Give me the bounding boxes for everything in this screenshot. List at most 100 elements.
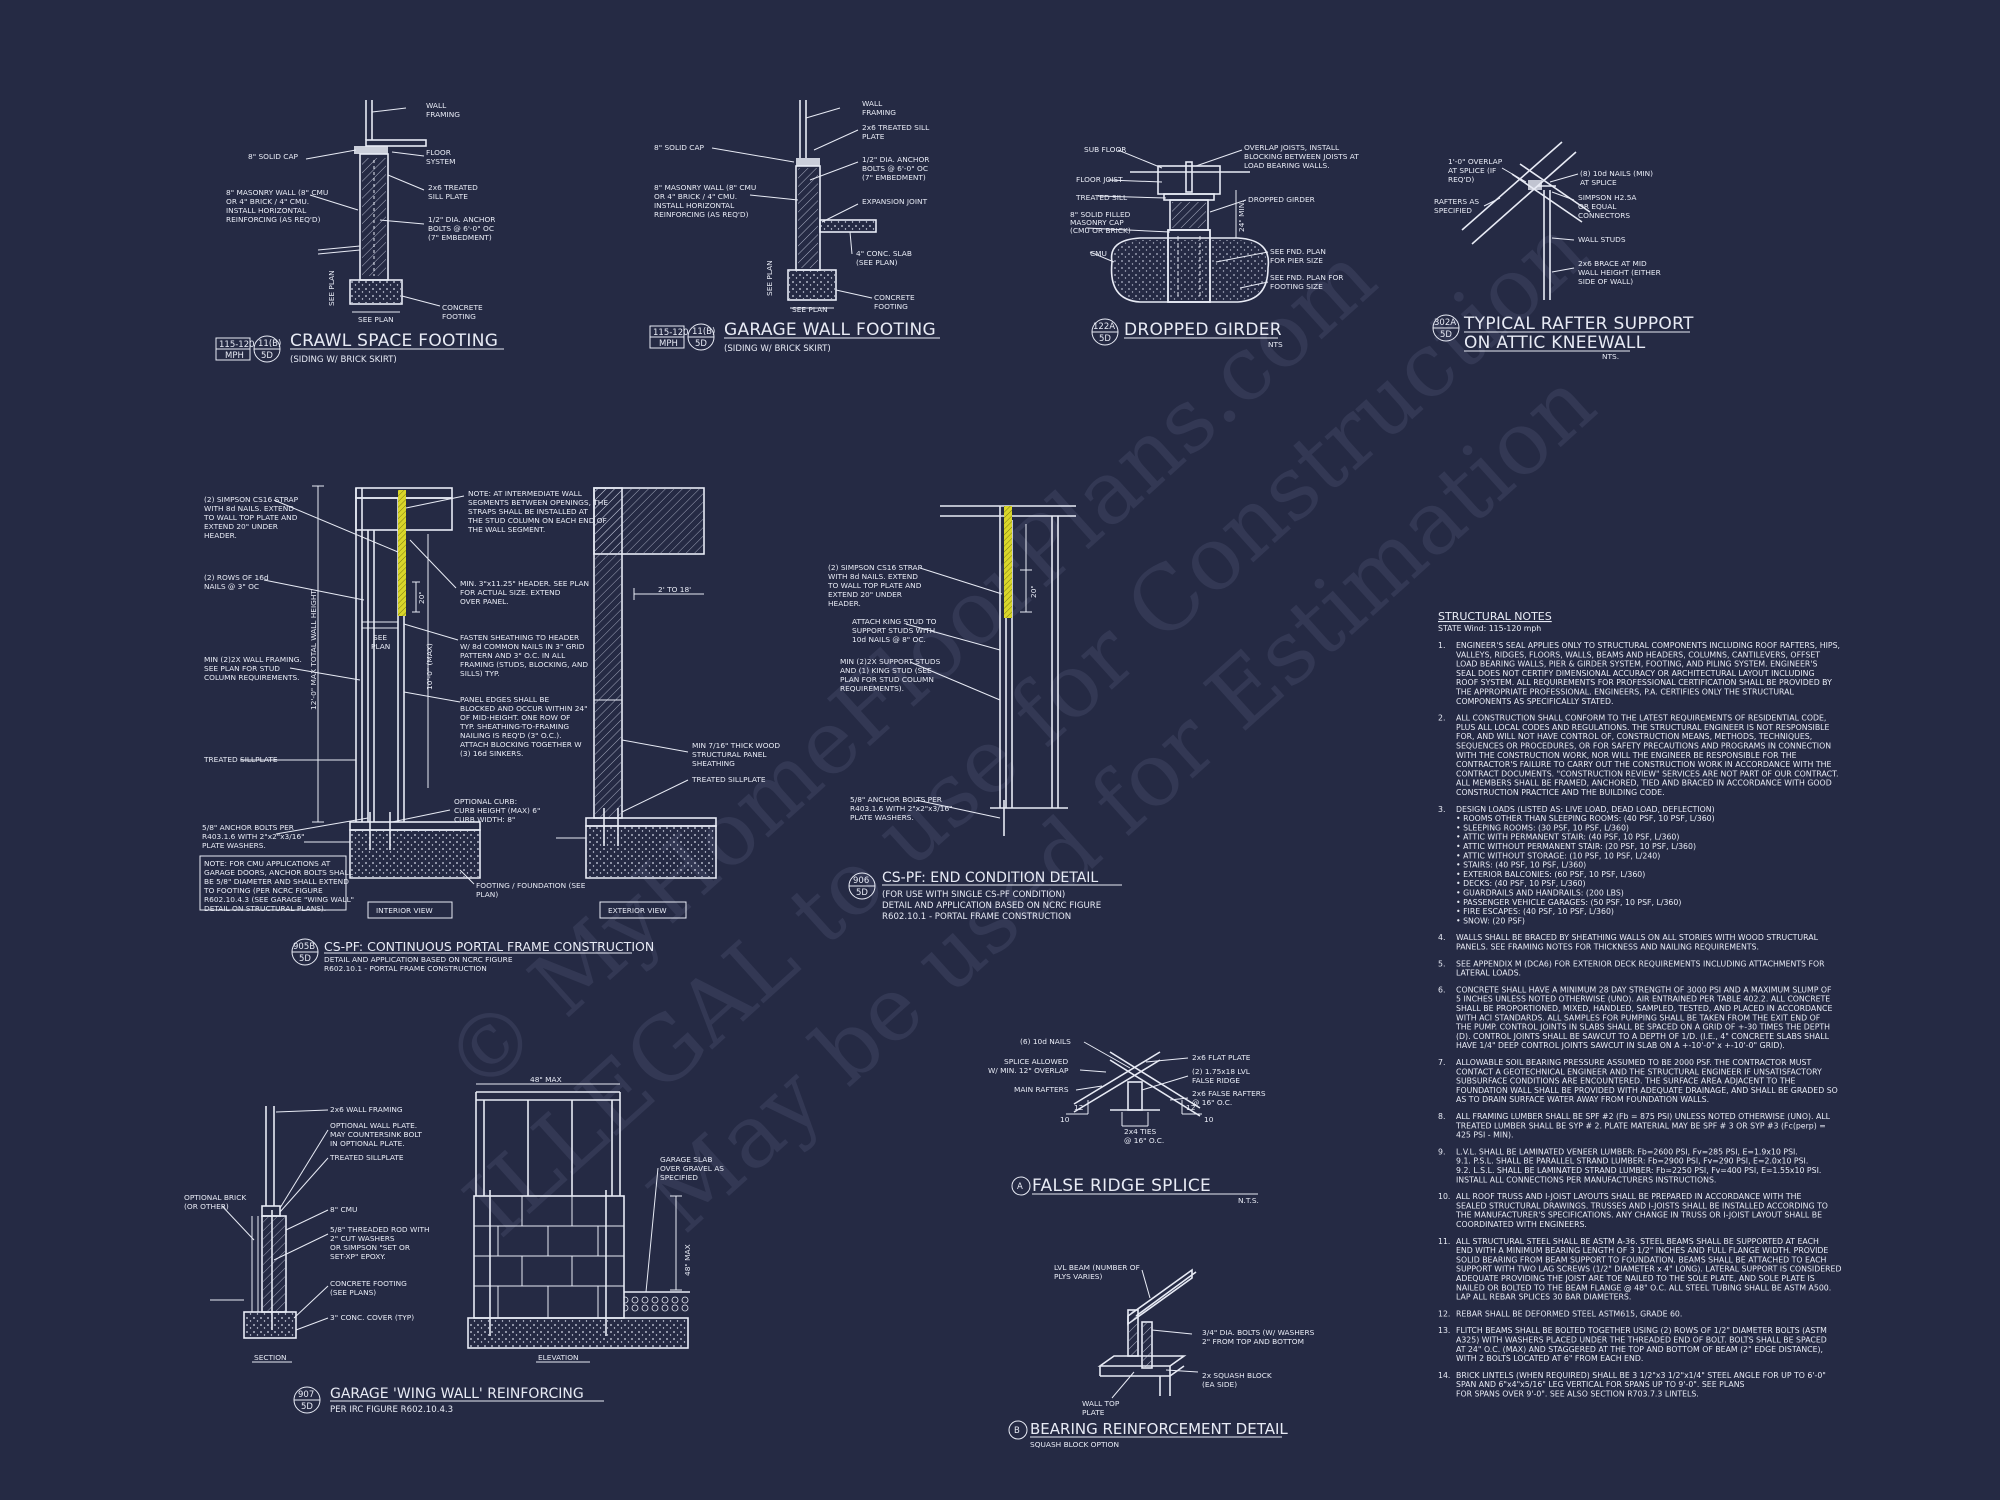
end-circle-bottom: 5D <box>856 888 868 898</box>
portal-label-sillplate-exterior: TREATED SILLPLATE <box>691 775 766 784</box>
ridge-title-block: A FALSE RIDGE SPLICE N.T.S. <box>1011 1176 1259 1205</box>
note-number: 9. <box>1438 1147 1445 1156</box>
girder-label-floor-joist: FLOOR JOIST <box>1076 175 1123 184</box>
bearing-drawing <box>1097 1268 1197 1396</box>
portal-dim-wall-height: 12'-0" MAX TOTAL WALL HEIGHT <box>309 590 318 710</box>
note-number: 6. <box>1438 985 1445 994</box>
note-number: 4. <box>1438 933 1445 942</box>
note-line: L.V.L. SHALL BE LAMINATED VENEER LUMBER:… <box>1456 1147 1798 1156</box>
note-line: ALL CONSTRUCTION SHALL CONFORM TO THE LA… <box>1456 714 1826 723</box>
ridge-slope-run-right: 10 <box>1204 1115 1214 1124</box>
garage-footing-circle-bottom: 5D <box>695 339 707 349</box>
note-line: • PASSENGER VEHICLE GARAGES: (50 PSF, 10… <box>1456 898 1681 907</box>
note-line: CONTACT A GEOTECHNICAL ENGINEER AND THE … <box>1456 1067 1822 1076</box>
rafter-title-block: 302A 5D TYPICAL RAFTER SUPPORT ON ATTIC … <box>1432 314 1694 361</box>
end-subtitle-1: (FOR USE WITH SINGLE CS-PF CONDITION) <box>882 890 1065 900</box>
note-line: AT 24" O.C. (MAX) AND STAGGERED AT THE T… <box>1456 1345 1823 1354</box>
garage-footing-label-see-plan: SEE PLAN <box>792 305 828 314</box>
rafter-subtitle: NTS. <box>1602 352 1619 361</box>
wing-dim-48-vertical: 48" MAX <box>683 1244 692 1276</box>
crawl-tag-bottom: MPH <box>225 351 244 361</box>
portal-dim-20in: 20" <box>417 591 426 604</box>
rafter-label-wall-studs: WALL STUDS <box>1578 235 1626 244</box>
portal-view-exterior: EXTERIOR VIEW <box>608 906 667 915</box>
end-condition-leaders <box>905 567 1003 819</box>
note-line: (D). CONTROL JOINTS SHALL BE SAWCUT TO A… <box>1456 1032 1830 1041</box>
rafter-title-line-2: ON ATTIC KNEEWALL <box>1464 333 1646 353</box>
girder-subtitle: NTS <box>1268 340 1283 349</box>
ridge-slope-run-left: 10 <box>1060 1115 1070 1124</box>
wing-leaders <box>221 1109 659 1331</box>
note-line: THE MANUFACTURER'S SPECIFICATIONS. ANY C… <box>1455 1211 1822 1220</box>
girder-circle-top: 122A <box>1093 322 1115 332</box>
girder-label-24-min: 24" MIN. <box>1237 200 1246 232</box>
note-line: INSTALL ALL CONNECTIONS PER MANUFACTURER… <box>1456 1175 1716 1184</box>
end-circle-top: 906 <box>853 876 869 886</box>
crawl-subtitle: (SIDING W/ BRICK SKIRT) <box>290 355 397 365</box>
note-line: • DECKS: (40 PSF, 10 PSF, L/360) <box>1456 879 1586 888</box>
garage-footing-label-expansion-joint: EXPANSION JOINT <box>862 197 928 206</box>
bearing-leaders <box>1111 1269 1199 1399</box>
wing-label-sillplate: TREATED SILLPLATE <box>329 1153 404 1162</box>
garage-footing-drawing <box>787 100 877 309</box>
note-line: • ATTIC WITH PERMANENT STAIR: (40 PSF, 1… <box>1456 833 1679 842</box>
portal-label-sillplate-interior: TREATED SILLPLATE <box>203 755 278 764</box>
end-dim-20in: 20" <box>1029 585 1038 598</box>
wing-title-block: 907 5D GARAGE 'WING WALL' REINFORCING PE… <box>293 1386 604 1415</box>
wing-label-footing: CONCRETE FOOTING(SEE PLANS) <box>330 1279 407 1297</box>
note-line: • FIRE ESCAPES: (40 PSF, 10 PSF, L/360) <box>1456 907 1614 916</box>
note-line: • EXTERIOR BALCONIES: (60 PSF, 10 PSF, L… <box>1456 870 1645 879</box>
crawl-tag-top: 115-120 <box>219 340 255 350</box>
note-line: SUBSURFACE CONDITIONS ARE ENCOUNTERED. T… <box>1456 1077 1796 1086</box>
note-line: ALL ROOF TRUSS AND I-JOIST LAYOUTS SHALL… <box>1456 1192 1802 1201</box>
notes-body: 1.ENGINEER'S SEAL APPLIES ONLY TO STRUCT… <box>1438 641 1841 1399</box>
crawl-circle-bottom: 5D <box>261 351 273 361</box>
note-line: CONTRACTOR'S FAILURE TO CARRY OUT THE CO… <box>1456 760 1831 769</box>
note-line: FOR, AND WILL NOT HAVE CONTROL OF, CONST… <box>1456 732 1812 741</box>
rafter-title-line-1: TYPICAL RAFTER SUPPORT <box>1463 314 1694 334</box>
note-line: CONSTRUCTION PRACTICE AND THE BUILDING C… <box>1456 788 1665 797</box>
note-number: 2. <box>1438 714 1445 723</box>
portal-leaders <box>240 495 689 885</box>
end-subtitle-2: DETAIL AND APPLICATION BASED ON NCRC FIG… <box>882 901 1101 911</box>
note-line: SEALED STRUCTURAL DRAWINGS. TRUSSES AND … <box>1456 1201 1828 1210</box>
note-line: FOR SPANS OVER 9'-0". SEE ALSO SECTION R… <box>1456 1390 1699 1399</box>
note-line: • SNOW: (20 PSF) <box>1456 916 1525 925</box>
note-line: VALLEYS, RIDGES, FLOORS, WALLS, BEAMS AN… <box>1456 650 1820 659</box>
crawl-leaders <box>305 107 441 307</box>
wing-title: GARAGE 'WING WALL' REINFORCING <box>330 1386 584 1402</box>
portal-label-curb: OPTIONAL CURB:CURB HEIGHT (MAX) 6"CURB W… <box>454 797 540 824</box>
ridge-label-main-rafters: MAIN RAFTERS <box>1014 1085 1069 1094</box>
ridge-drawing <box>1066 1051 1202 1127</box>
wing-section-drawing <box>210 1106 297 1339</box>
note-number: 13. <box>1438 1326 1450 1335</box>
note-line: WITH 2 BOLTS LOCATED AT 6" FROM EACH END… <box>1456 1354 1643 1363</box>
detail-wing-wall: 2x6 WALL FRAMING OPTIONAL WALL PLATE.MAY… <box>184 1075 724 1415</box>
note-line: • SLEEPING ROOMS: (30 PSF, 10 PSF, L/360… <box>1456 823 1629 832</box>
crawl-circle-top: 11(B) <box>258 339 281 349</box>
note-line: ENGINEER'S SEAL APPLIES ONLY TO STRUCTUR… <box>1456 641 1840 650</box>
crawl-title-block: 115-120 MPH 11(B) 5D CRAWL SPACE FOOTING… <box>215 331 504 365</box>
note-line: ADEQUATE PROVIDING THE JOIST ARE TOE NAI… <box>1456 1274 1815 1283</box>
bearing-title-block: B BEARING REINFORCEMENT DETAIL SQUASH BL… <box>1008 1420 1288 1449</box>
rafter-drawing <box>1461 141 1591 300</box>
note-line: SHALL BE PROPORTIONED, MIXED, HANDLED, S… <box>1456 1004 1832 1013</box>
bearing-subtitle: SQUASH BLOCK OPTION <box>1030 1440 1119 1449</box>
crawl-label-solid-cap: 8" SOLID CAP <box>248 152 299 161</box>
